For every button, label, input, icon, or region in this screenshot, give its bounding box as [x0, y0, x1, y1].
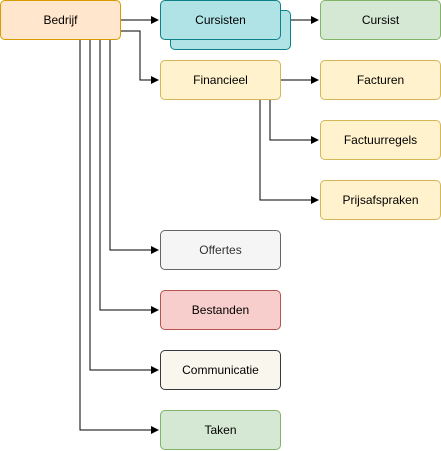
- node-bedrijf-label: Bedrijf: [43, 13, 78, 27]
- node-taken-label: Taken: [204, 423, 237, 437]
- edge-bedrijf-financieel: [121, 30, 159, 84]
- node-bestanden-label: Bestanden: [191, 303, 250, 317]
- edge-financieel-prijsafspraken: [259, 100, 319, 204]
- node-prijsafspraken-label: Prijsafspraken: [342, 193, 419, 207]
- node-bedrijf[interactable]: Bedrijf: [0, 0, 121, 40]
- node-factuurregels-label: Factuurregels: [343, 133, 418, 147]
- edge-bedrijf-offertes: [109, 40, 159, 254]
- node-cursisten[interactable]: Cursisten: [160, 0, 281, 40]
- node-communicatie-label: Communicatie: [182, 363, 259, 377]
- node-taken[interactable]: Taken: [160, 410, 281, 450]
- edge-bedrijf-bestanden: [99, 40, 159, 314]
- node-financieel-label: Financieel: [193, 73, 248, 87]
- node-financieel[interactable]: Financieel: [160, 60, 281, 100]
- node-cursist-label: Cursist: [361, 13, 400, 27]
- node-cursisten-label: Cursisten: [195, 13, 246, 27]
- node-factuurregels[interactable]: Factuurregels: [320, 120, 441, 160]
- node-bestanden[interactable]: Bestanden: [160, 290, 281, 330]
- node-prijsafspraken[interactable]: Prijsafspraken: [320, 180, 441, 220]
- edge-financieel-factuurregels: [269, 100, 319, 144]
- node-cursist[interactable]: Cursist: [320, 0, 441, 40]
- edge-bedrijf-taken: [79, 40, 159, 434]
- edge-bedrijf-communicatie: [89, 40, 159, 374]
- node-offertes-label: Offertes: [199, 243, 242, 257]
- node-offertes[interactable]: Offertes: [160, 230, 281, 270]
- node-facturen[interactable]: Facturen: [320, 60, 441, 100]
- node-communicatie[interactable]: Communicatie: [160, 350, 281, 390]
- node-facturen-label: Facturen: [356, 73, 405, 87]
